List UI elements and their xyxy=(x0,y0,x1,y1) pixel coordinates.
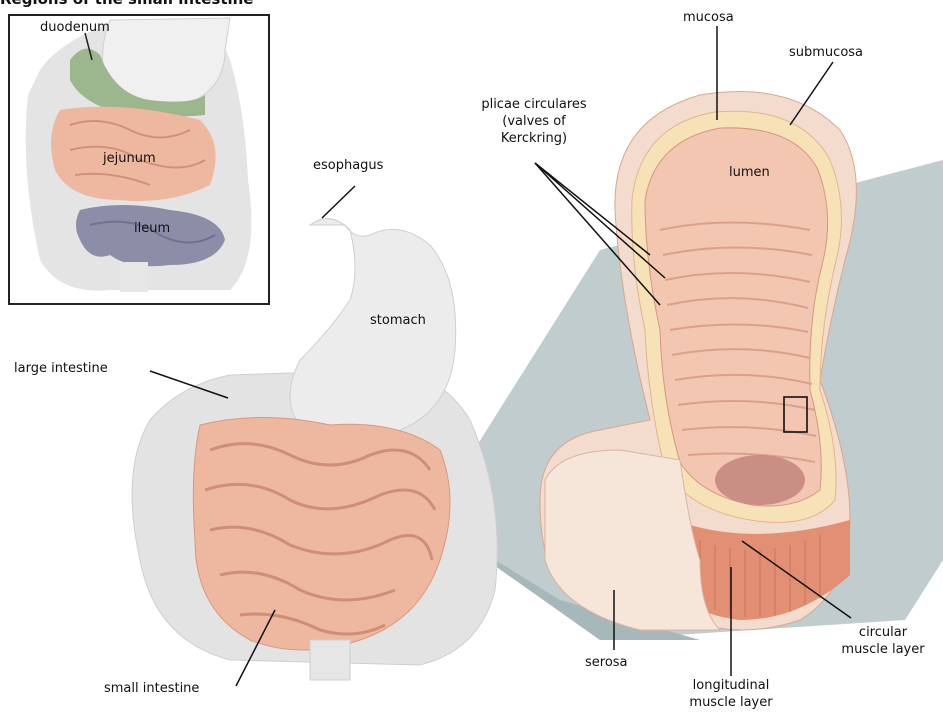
label-submucosa: submucosa xyxy=(789,44,863,61)
label-large-intestine: large intestine xyxy=(14,360,108,377)
label-plicae-line2: (valves of xyxy=(465,113,603,130)
label-esophagus: esophagus xyxy=(313,157,383,174)
label-serosa: serosa xyxy=(585,654,628,671)
label-circular-muscle: circular muscle layer xyxy=(826,624,940,658)
label-plicae-line1: plicae circulares xyxy=(465,96,603,113)
label-ileum: ileum xyxy=(134,220,170,237)
label-jejunum: jejunum xyxy=(103,150,156,167)
label-small-intestine: small intestine xyxy=(104,680,199,697)
label-longitudinal-line2: muscle layer xyxy=(666,694,796,711)
label-duodenum: duodenum xyxy=(40,19,110,36)
label-stomach: stomach xyxy=(370,312,426,329)
label-longitudinal-muscle: longitudinal muscle layer xyxy=(666,677,796,711)
label-longitudinal-line1: longitudinal xyxy=(666,677,796,694)
label-circular-line2: muscle layer xyxy=(826,641,940,658)
label-circular-line1: circular xyxy=(826,624,940,641)
label-plicae-line3: Kerckring) xyxy=(465,130,603,147)
label-mucosa: mucosa xyxy=(683,9,734,26)
page-title: Regions of the small intestine xyxy=(0,0,253,8)
label-lumen: lumen xyxy=(729,164,770,181)
label-plicae: plicae circulares (valves of Kerckring) xyxy=(465,96,603,147)
